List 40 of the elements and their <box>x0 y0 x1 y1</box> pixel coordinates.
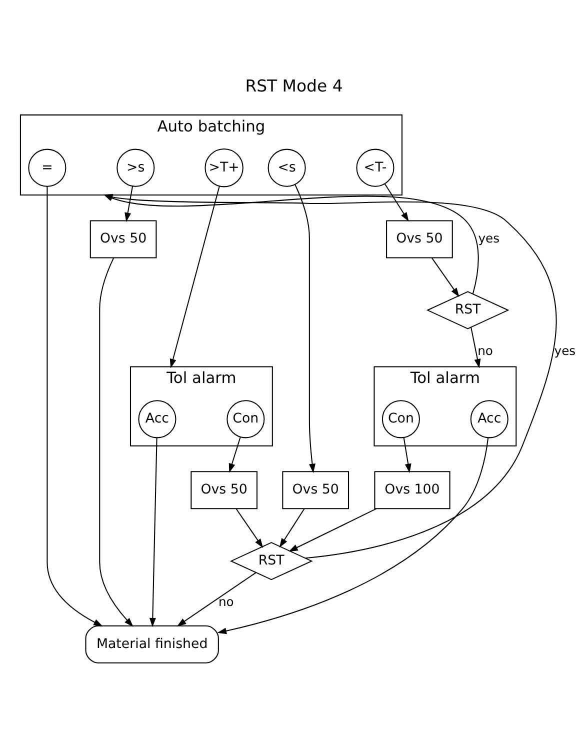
arrow <box>403 437 412 473</box>
edge-label: no <box>478 344 493 358</box>
node-circle: <T- <box>356 148 394 186</box>
node-box: Ovs 50 <box>282 470 350 509</box>
arrow <box>217 437 489 634</box>
arrow <box>103 194 557 558</box>
node-circle: >T+ <box>204 148 244 187</box>
arrow <box>431 257 460 297</box>
diagram-title: RST Mode 4 <box>245 76 343 95</box>
arrow <box>124 186 134 222</box>
arrow <box>236 508 264 548</box>
arrow <box>228 436 241 472</box>
arrow <box>279 508 305 548</box>
edge-label: yes <box>478 230 500 245</box>
node-circle: <s <box>268 148 306 186</box>
arrow <box>294 184 316 473</box>
node-circle: >s <box>116 148 155 186</box>
node-diamond: RST <box>426 290 510 329</box>
arrow <box>384 183 409 222</box>
arrow <box>470 326 481 368</box>
node-circle: Acc <box>138 400 176 438</box>
node-circle: Con <box>226 400 265 438</box>
node-box: Ovs 50 <box>90 220 157 258</box>
node-diamond: RST <box>230 542 313 580</box>
arrow <box>103 194 479 294</box>
arrow <box>149 437 158 627</box>
node-box: Ovs 100 <box>374 470 450 509</box>
edge-label: yes <box>554 344 576 358</box>
node-box: Ovs 50 <box>386 220 453 258</box>
arrow <box>176 572 256 626</box>
arrow <box>170 186 220 368</box>
node-box: Ovs 50 <box>190 470 258 509</box>
edge-label: no <box>218 594 234 608</box>
arrow <box>46 186 103 626</box>
node-circle: = <box>28 148 66 186</box>
arrow <box>288 508 377 552</box>
node-circle: Con <box>382 400 420 438</box>
node-box: Material finished <box>85 624 219 663</box>
arrow <box>99 257 134 626</box>
node-circle: Acc <box>470 400 508 438</box>
